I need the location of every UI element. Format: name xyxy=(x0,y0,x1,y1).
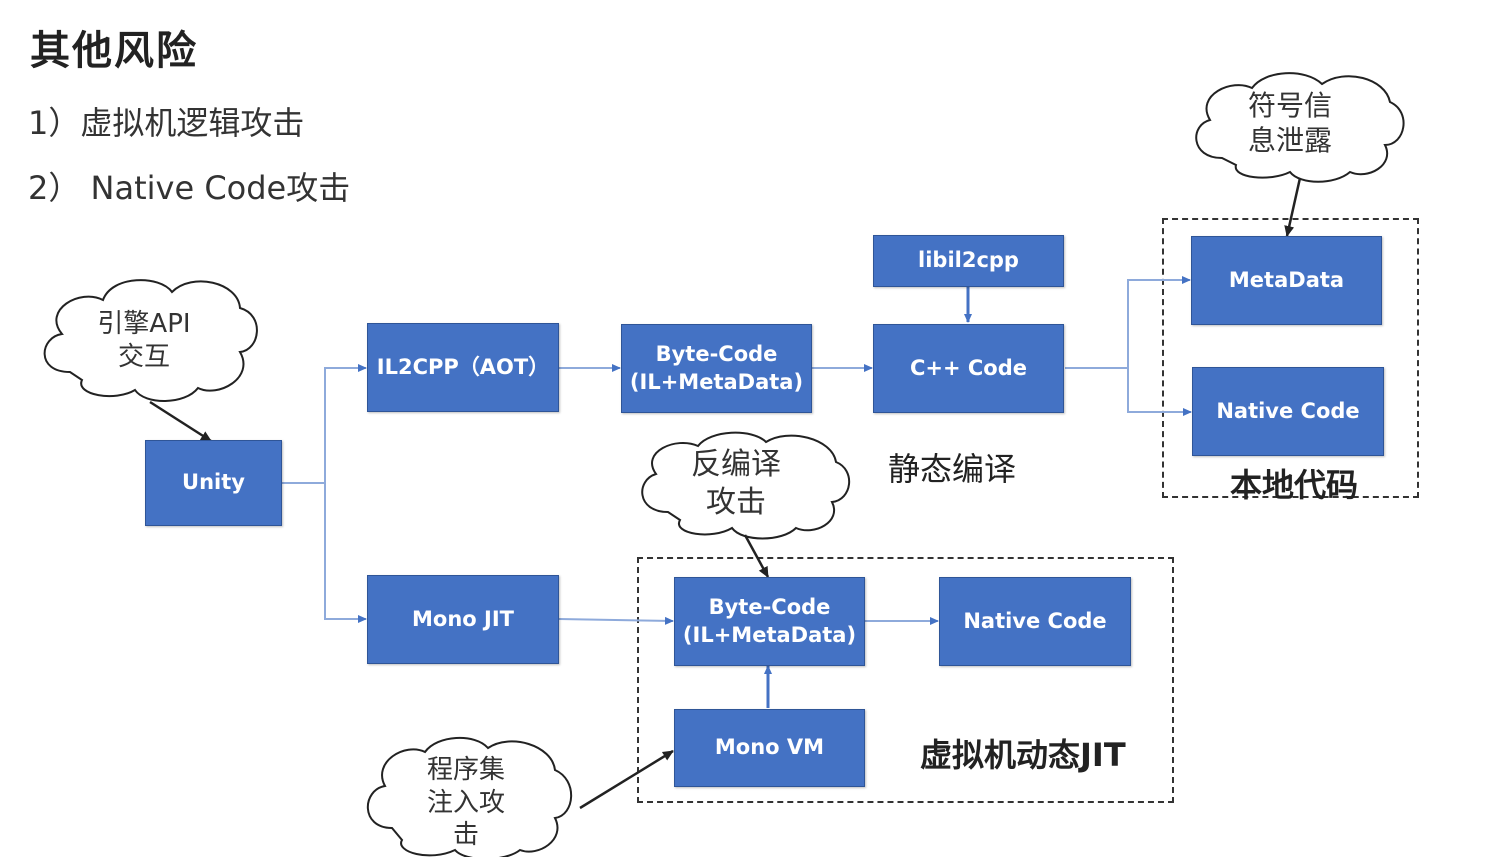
native-code-group-label: 本地代码 xyxy=(1230,466,1359,504)
cloud-symbol-leak-text: 符号信 息泄露 xyxy=(1247,89,1332,157)
vm-dynamic-jit-group-frame xyxy=(637,557,1174,803)
cpp-code-box: C++ Code xyxy=(873,324,1064,413)
bytecode-top-box: Byte-Code (IL+MetaData) xyxy=(621,324,812,413)
page-title: 其他风险 xyxy=(30,28,198,74)
mono-jit-box: Mono JIT xyxy=(367,575,559,664)
il2cpp-aot-box: IL2CPP（AOT） xyxy=(367,323,559,412)
unity-box: Unity xyxy=(145,440,282,526)
bullet-vm-logic-attack: 1）虚拟机逻辑攻击 xyxy=(28,104,305,142)
bullet-native-code-attack: 2） Native Code攻击 xyxy=(28,169,351,207)
static-compile-label: 静态编译 xyxy=(888,450,1017,488)
cloud-engine-api-text: 引擎API 交互 xyxy=(97,309,191,372)
mono-vm-box: Mono VM xyxy=(674,709,865,787)
vm-dynamic-jit-label: 虚拟机动态JIT xyxy=(920,736,1126,774)
cloud-symbol-leak xyxy=(1195,72,1405,183)
native-code-top-box: Native Code xyxy=(1192,367,1384,456)
metadata-box: MetaData xyxy=(1191,236,1382,325)
cloud-engine-api xyxy=(43,279,258,402)
cloud-assembly-inject-text: 程序集 注入攻 击 xyxy=(426,755,505,850)
bytecode-bottom-box: Byte-Code (IL+MetaData) xyxy=(674,577,865,666)
cloud-decompile-text: 反编译 攻击 xyxy=(691,447,781,520)
libil2cpp-box: libil2cpp xyxy=(873,235,1064,287)
native-code-bottom-box: Native Code xyxy=(939,577,1131,666)
